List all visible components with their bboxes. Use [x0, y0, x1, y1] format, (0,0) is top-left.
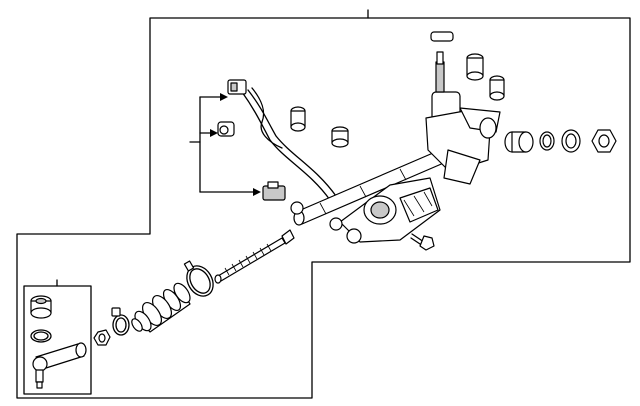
- bolt-icon: [410, 233, 435, 251]
- wiring-harness: [217, 79, 337, 201]
- bushing-pair: [290, 106, 349, 148]
- cap-icon: [430, 31, 454, 42]
- arrow-icon: [220, 93, 228, 101]
- inner-tie-rod: [214, 229, 295, 284]
- jam-nut: [93, 329, 111, 346]
- upper-bushings: [430, 31, 505, 101]
- arrow-icon: [210, 129, 218, 137]
- rack-boot: [131, 282, 191, 333]
- boot-clamp: [183, 260, 214, 297]
- tie-rod-end-kit: [30, 295, 87, 389]
- end-seals: [504, 129, 617, 153]
- small-clamp: [111, 307, 130, 336]
- steering-gear-assembly: [290, 51, 501, 244]
- assembly-frame: [16, 17, 631, 399]
- harness-bracket: [189, 93, 261, 196]
- arrow-icon: [253, 188, 261, 196]
